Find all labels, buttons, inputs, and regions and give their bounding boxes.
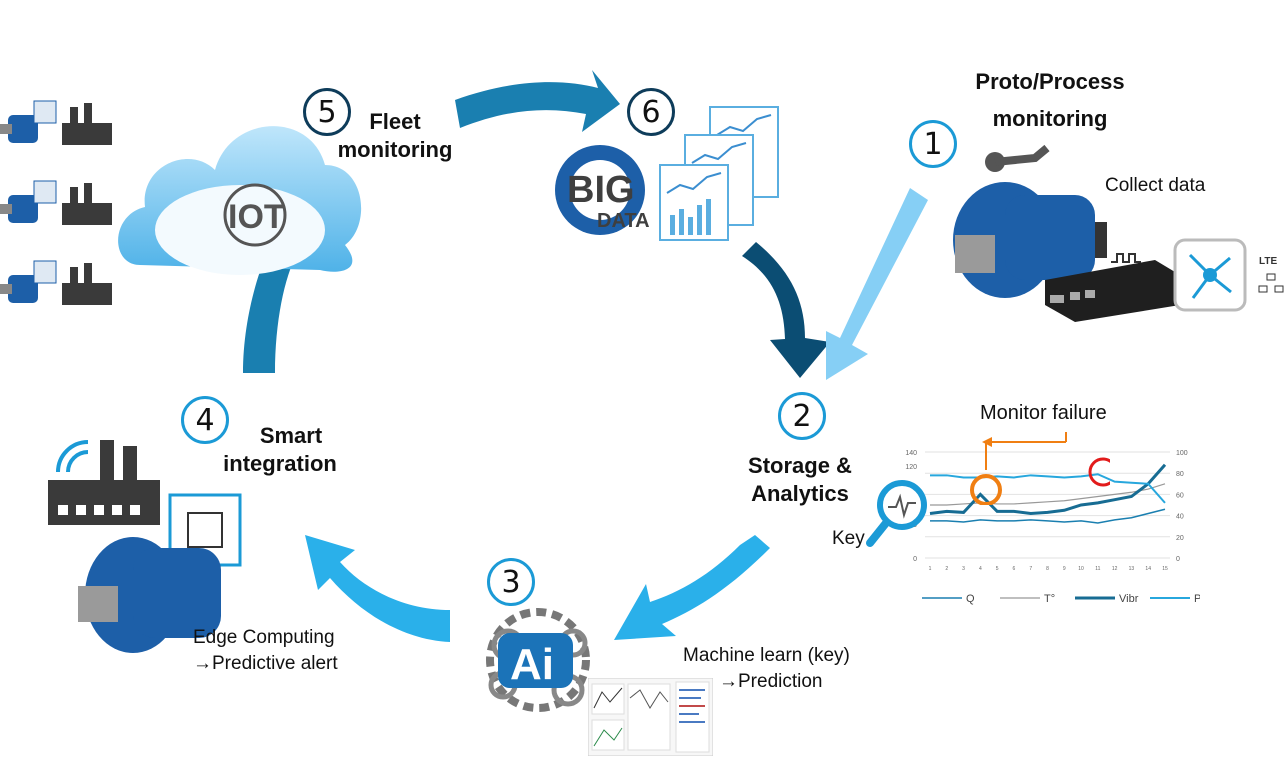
arrow-monitoring-to-storage xyxy=(826,188,928,380)
arrow-storage-to-ai xyxy=(614,535,770,640)
chart-x-tick: 2 xyxy=(945,566,948,572)
chart-legend-label: P xyxy=(1194,593,1200,605)
chart-right-tick: 0 xyxy=(1176,556,1180,563)
step-2-title-line2: Analytics xyxy=(751,481,849,506)
step-4-badge: 4 xyxy=(181,396,229,444)
big-label: BIG xyxy=(567,169,635,211)
arrow-bigdata-to-storage xyxy=(742,242,830,378)
motor-icon-1 xyxy=(0,100,57,143)
chart-series-3 xyxy=(929,463,1167,515)
step-5-title-line2: monitoring xyxy=(337,137,453,162)
chart-right-tick: 60 xyxy=(1176,492,1184,499)
step-6-badge: 6 xyxy=(627,88,675,136)
chart-x-tick: 11 xyxy=(1095,566,1100,572)
chart-legend-label: Q xyxy=(966,593,975,605)
lte-label: LTE xyxy=(1259,256,1277,267)
wifi-icon xyxy=(56,440,89,473)
step-2-title-line1: Storage & xyxy=(748,453,852,478)
data-label: DATA xyxy=(597,210,650,232)
arrow-fleet-to-bigdata xyxy=(455,70,620,132)
key-label: Key xyxy=(832,528,865,549)
step-5-title-line1: Fleet xyxy=(369,109,421,134)
chart-x-tick: 10 xyxy=(1078,566,1084,572)
factory-icon-2 xyxy=(62,183,112,225)
monitoring-hardware: LTE xyxy=(953,144,1284,322)
gearmotor-icon xyxy=(953,182,1095,298)
robot-arm-icon xyxy=(985,144,1050,172)
factory-icon-1 xyxy=(62,103,112,145)
chart-series-2 xyxy=(930,483,1166,506)
iot-label: IOT xyxy=(228,198,285,236)
ai-label: Ai xyxy=(510,640,554,689)
step-4-title-line1: Smart xyxy=(259,423,323,448)
step-1-badge: 1 xyxy=(909,120,957,168)
gateway-device-icon xyxy=(1045,260,1180,322)
step-4-title-line2: integration xyxy=(223,451,337,476)
chart-x-tick: 9 xyxy=(1063,566,1066,572)
factory-icon xyxy=(48,440,160,525)
collect-data-label: Collect data xyxy=(1105,175,1206,196)
chart-right-tick: 80 xyxy=(1176,471,1184,478)
ml-label-line1: Machine learn (key) xyxy=(683,645,850,666)
motor-icon-3 xyxy=(0,260,57,303)
magnifier-icon xyxy=(866,480,927,547)
arrow-ai-to-edge xyxy=(305,535,450,642)
chart-x-tick: 7 xyxy=(1029,566,1032,572)
chart-x-tick: 6 xyxy=(1013,566,1016,572)
edge-label-line2: →Predictive alert xyxy=(193,653,338,674)
chart-legend-label: T° xyxy=(1044,593,1055,605)
monitor-failure-label: Monitor failure xyxy=(980,402,1107,424)
chart-x-tick: 4 xyxy=(979,566,982,572)
chart-x-tick: 13 xyxy=(1129,566,1135,572)
network-hub-icon xyxy=(1173,238,1247,312)
step-2-title: Storage & Analytics xyxy=(730,452,870,508)
step-2-badge: 2 xyxy=(778,392,826,440)
analytics-chart: 1401208040010080604020012345678910111213… xyxy=(905,450,1200,605)
chart-right-tick: 100 xyxy=(1176,450,1188,457)
chart-left-tick: 140 xyxy=(905,450,917,457)
step-1-title: Proto/Process monitoring xyxy=(955,68,1145,133)
gear-shape xyxy=(555,145,645,235)
chart-legend-label: Vibr xyxy=(1119,593,1139,605)
chart-x-tick: 12 xyxy=(1112,566,1118,572)
edge-gearmotor-icon xyxy=(78,537,221,653)
orange-failure-circle xyxy=(970,474,1002,505)
big-data-icon: BIG DATA xyxy=(555,106,779,241)
chart-series-4 xyxy=(930,473,1166,504)
step-1-title-line1: Proto/Process xyxy=(975,69,1125,94)
chart-series-1 xyxy=(930,508,1166,524)
iot-cloud-icon: IOT xyxy=(118,126,362,275)
chart-left-tick: 120 xyxy=(905,464,917,471)
edge-label: Edge Computing →Predictive alert xyxy=(193,625,338,677)
lte-network-icon xyxy=(1258,273,1284,293)
step-4-title: Smart integration xyxy=(210,422,350,478)
factory-icon-3 xyxy=(62,263,112,305)
edge-label-line1: Edge Computing xyxy=(193,627,335,648)
failure-annotation xyxy=(970,432,1110,505)
red-failure-circle xyxy=(1088,457,1110,487)
fleet-motors-group xyxy=(0,100,112,305)
step-5-title: Fleet monitoring xyxy=(320,108,470,164)
edge-factory-motor xyxy=(48,440,242,653)
chart-x-tick: 14 xyxy=(1145,566,1151,572)
chart-x-tick: 8 xyxy=(1046,566,1049,572)
ai-brain-icon: Ai xyxy=(486,608,590,712)
step-1-title-line2: monitoring xyxy=(992,106,1108,131)
chart-x-tick: 1 xyxy=(929,566,932,572)
chart-sheet-1 xyxy=(659,164,729,241)
step-5-badge: 5 xyxy=(303,88,351,136)
chart-right-tick: 20 xyxy=(1176,535,1184,542)
sensor-icon xyxy=(1095,222,1141,263)
motor-icon-2 xyxy=(0,180,57,223)
chart-x-tick: 15 xyxy=(1162,566,1168,572)
chart-x-tick: 5 xyxy=(996,566,999,572)
step-3-badge: 3 xyxy=(487,558,535,606)
chart-left-tick: 0 xyxy=(913,556,917,563)
ml-label-line2: →Prediction xyxy=(719,671,823,692)
ml-dashboard-thumbnail xyxy=(588,678,713,756)
ml-label: Machine learn (key) →Prediction xyxy=(683,643,850,695)
chart-right-tick: 40 xyxy=(1176,514,1184,521)
chart-x-tick: 3 xyxy=(962,566,965,572)
